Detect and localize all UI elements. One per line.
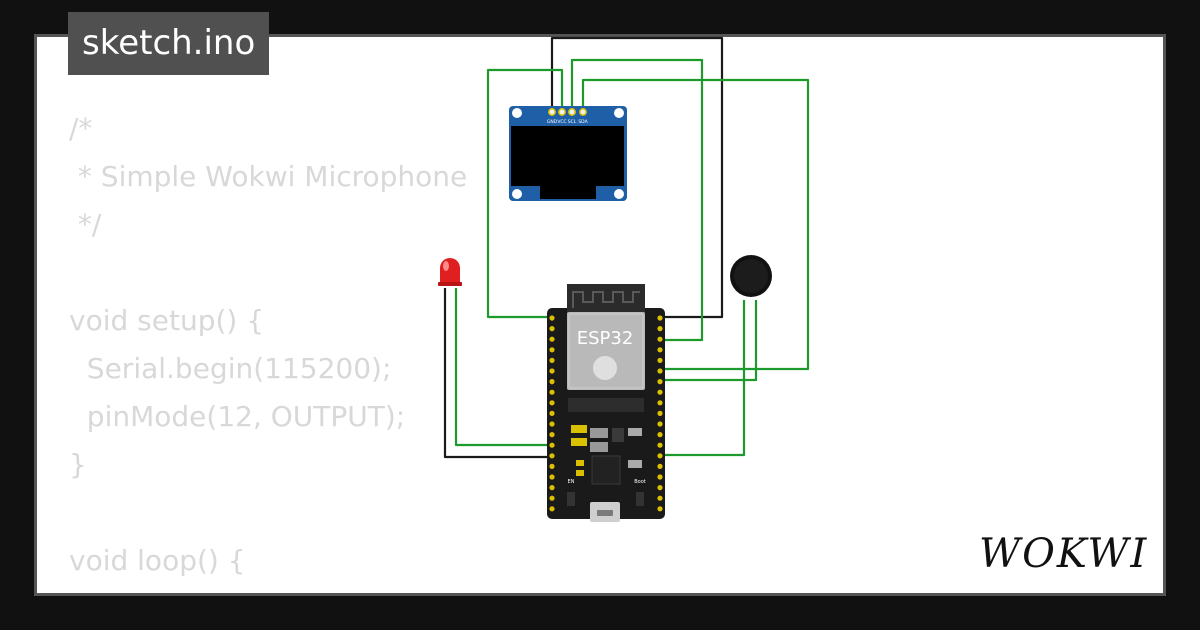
left-header-pin [549,357,555,363]
oled-display[interactable]: GND VCC SCL SDA [509,106,627,201]
right-header-pin [657,400,663,406]
espressif-logo-icon [593,356,617,380]
right-header-pin [657,410,663,416]
left-header-pin [549,474,555,480]
wire-led-cathode [443,288,552,459]
wire-oled-vcc [486,68,564,319]
right-header-pin [657,326,663,332]
boot-button [636,492,644,506]
wire-led-anode [454,288,552,447]
left-header-pin [549,421,555,427]
left-header-pin [549,336,555,342]
left-header-pin [549,453,555,459]
oled-pin-gnd-label: GND [547,119,558,125]
wire-mic-2 [660,300,746,457]
wire-oled-scl [570,58,704,342]
right-header-pin [657,389,663,395]
code-editor-text: /* * Simple Wokwi Microphone */ void set… [69,112,489,593]
right-header-pin [657,453,663,459]
file-tab[interactable]: sketch.ino [68,12,270,75]
right-header-pin [657,506,663,512]
left-header-pin [549,442,555,448]
boot-button-label: Boot [634,479,646,485]
header-pins [549,315,663,512]
left-header-pin [549,368,555,374]
left-header-pin [549,506,555,512]
right-header-pin [657,463,663,469]
left-header-pin [549,389,555,395]
left-header-pin [549,315,555,321]
oled-pin-vcc-label: VCC [557,119,566,125]
right-header-pin [657,368,663,374]
left-header-pin [549,485,555,491]
right-header-pin [657,485,663,491]
esp32-board[interactable]: ESP32 Boot EN [547,284,665,522]
left-header-pin [549,463,555,469]
right-header-pin [657,495,663,501]
oled-pin-scl-label: SCL [568,119,577,125]
right-header-pin [657,357,663,363]
en-button [567,492,575,506]
oled-pin-sda-label: SDA [578,119,588,125]
left-header-pin [549,326,555,332]
right-header-pin [657,336,663,342]
left-header-pin [549,410,555,416]
left-header-pin [549,400,555,406]
wokwi-logo-text: WOKWI [979,531,1148,577]
right-header-pin [657,474,663,480]
left-header-pin [549,379,555,385]
left-header-pin [549,495,555,501]
right-header-pin [657,347,663,353]
right-header-pin [657,379,663,385]
right-header-pin [657,442,663,448]
esp32-label: ESP32 [577,328,634,349]
en-button-label: EN [568,479,575,485]
left-header-pin [549,432,555,438]
wokwi-logo: WOKWI [979,531,1148,577]
right-header-pin [657,421,663,427]
wire-oled-sda [581,78,810,371]
right-header-pin [657,432,663,438]
left-header-pin [549,347,555,353]
right-header-pin [657,315,663,321]
red-led[interactable] [438,258,462,286]
microphone[interactable] [730,255,772,297]
wire-mic-1 [660,300,758,382]
